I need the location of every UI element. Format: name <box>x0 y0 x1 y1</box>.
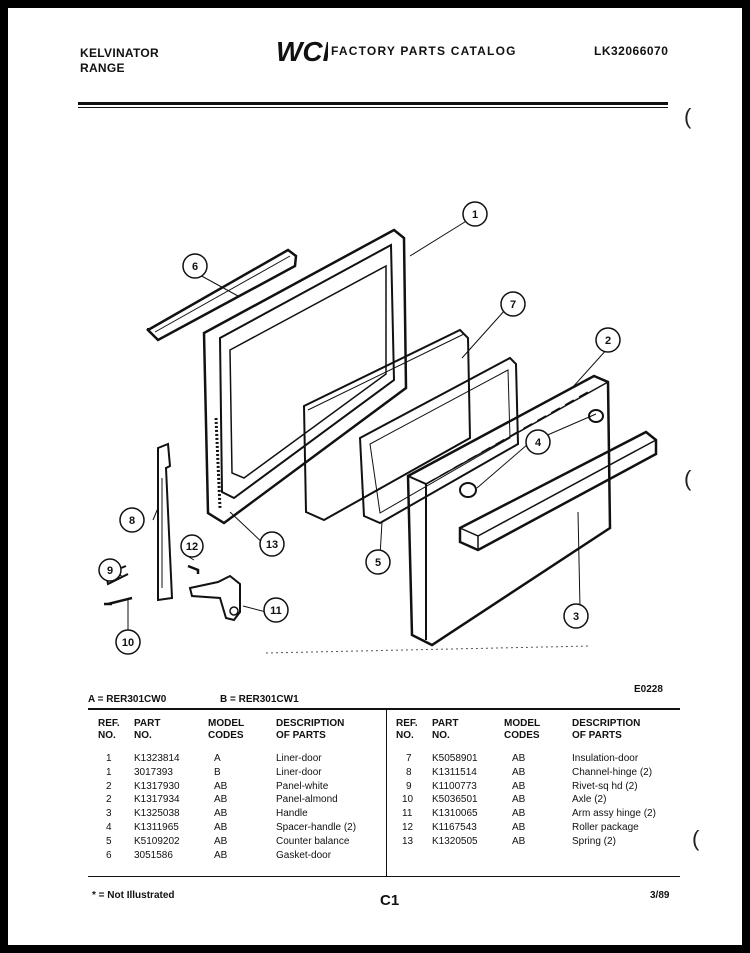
callout-10 <box>115 629 141 655</box>
callout-7 <box>500 291 526 317</box>
callout-label-3: 3 <box>573 611 579 623</box>
callout-label-10: 10 <box>122 637 134 649</box>
table-divider <box>386 710 387 876</box>
model-b: B = RER301CW1 <box>220 694 299 705</box>
callout-3 <box>563 603 589 629</box>
callout-12 <box>180 534 204 558</box>
roller-part <box>187 564 200 574</box>
callout-label-6: 6 <box>192 261 198 273</box>
binder-mark-bottom: ( <box>692 826 700 851</box>
callout-1 <box>462 201 488 227</box>
callout-label-11: 11 <box>270 605 282 617</box>
callout-label-2: 2 <box>605 335 611 347</box>
drawing-code: E0228 <box>634 684 663 695</box>
logo-text: WCI <box>276 36 328 67</box>
callout-6 <box>182 253 208 279</box>
callout-label-4: 4 <box>535 437 542 449</box>
axle-part <box>104 596 133 606</box>
binder-mark-middle: ( <box>684 466 692 491</box>
binder-mark-top: ( <box>684 104 692 129</box>
handle-spacer-part <box>459 482 477 498</box>
brand-name: KELVINATOR <box>80 46 160 60</box>
callout-label-7: 7 <box>510 299 516 311</box>
brand-block: KELVINATOR RANGE <box>80 46 159 76</box>
callout-4 <box>525 429 551 455</box>
callout-13 <box>259 531 285 557</box>
callout-11 <box>263 597 289 623</box>
catalog-number: LK32066070 <box>594 44 669 58</box>
counter-balance-part <box>358 356 520 525</box>
wci-logo: WCI <box>276 36 328 67</box>
callout-label-9: 9 <box>107 565 113 577</box>
table-bottom-rule <box>88 876 680 877</box>
door-panel-part <box>406 374 612 647</box>
table-top-rule <box>88 708 680 710</box>
callout-2 <box>595 327 621 353</box>
callout-9 <box>98 558 122 582</box>
page-label: C1 <box>380 892 400 909</box>
callout-label-13: 13 <box>266 539 278 551</box>
not-illustrated-note: * = Not Illustrated <box>92 890 175 901</box>
header-ref-right: REF.NO. <box>396 718 418 741</box>
header-rule-thin <box>78 107 668 108</box>
model-a: A = RER301CW0 <box>88 694 167 705</box>
hinge-channel-part <box>157 442 174 602</box>
catalog-title: FACTORY PARTS CATALOG <box>331 44 517 58</box>
header-rule <box>78 102 668 105</box>
product-type: RANGE <box>80 61 125 75</box>
callout-5 <box>365 549 391 575</box>
exploded-door-diagram: 1 2 3 4 5 6 7 8 9 10 11 12 13 <box>98 201 658 655</box>
callout-label-1: 1 <box>472 209 478 221</box>
liner-door-part <box>202 228 408 525</box>
callout-label-5: 5 <box>375 557 381 569</box>
hinge-arm-part <box>188 574 241 622</box>
revision-date: 3/89 <box>650 890 670 901</box>
callout-label-12: 12 <box>186 541 198 553</box>
insulation-door-part <box>302 328 472 522</box>
callout-label-8: 8 <box>129 515 135 527</box>
gasket-door-part <box>145 248 298 342</box>
header-ref-left: REF.NO. <box>98 718 120 741</box>
catalog-page: KELVINATOR RANGE WCI FACTORY PARTS CATAL… <box>8 8 742 945</box>
callout-8 <box>119 507 145 533</box>
handle-part <box>458 430 658 552</box>
